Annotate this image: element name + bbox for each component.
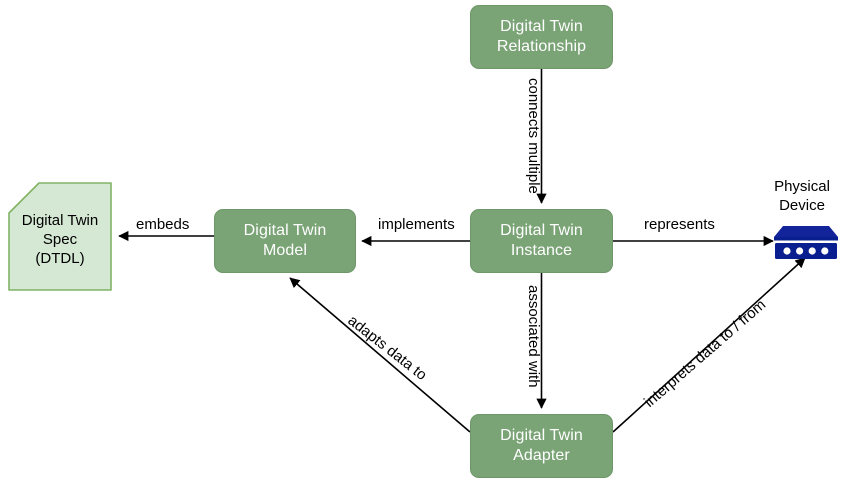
server-device-icon	[774, 226, 838, 259]
node-label-line1: Digital Twin	[243, 222, 327, 239]
device-caption: Physical Device	[758, 177, 846, 215]
edge-label-connects-multiple: connects multiple	[525, 78, 542, 194]
edge-label-associated-with: associated with	[525, 285, 542, 388]
edge-interprets-data	[612, 257, 806, 433]
node-digital-twin-spec[interactable]: Digital Twin Spec (DTDL)	[8, 182, 112, 291]
node-physical-device[interactable]: Physical Device	[764, 177, 846, 262]
node-label-line1: Physical	[774, 178, 830, 195]
node-label-line3: (DTDL)	[35, 250, 85, 267]
edge-label-implements: implements	[378, 216, 455, 233]
node-label-line1: Digital Twin	[500, 222, 583, 239]
node-digital-twin-relationship[interactable]: Digital Twin Relationship	[470, 5, 613, 69]
edge-label-embeds: embeds	[136, 216, 190, 233]
node-label-line1: Digital Twin	[21, 212, 99, 229]
node-label-line2: Device	[779, 197, 825, 214]
node-digital-twin-instance[interactable]: Digital Twin Instance	[470, 209, 613, 273]
node-label-line2: Instance	[510, 242, 573, 259]
node-spec-label: Digital Twin Spec (DTDL)	[8, 182, 112, 291]
edge-label-represents: represents	[644, 216, 715, 233]
document-shape-icon	[8, 182, 112, 291]
node-label-line2: Model	[262, 242, 308, 259]
node-label-line2: Relationship	[496, 38, 587, 55]
edge-adapts-data-to	[289, 277, 471, 433]
node-label-line1: Digital Twin	[500, 427, 583, 444]
node-digital-twin-model[interactable]: Digital Twin Model	[214, 209, 356, 273]
node-label-line2: Adapter	[513, 447, 570, 464]
node-digital-twin-adapter[interactable]: Digital Twin Adapter	[470, 414, 613, 478]
node-label-line2: Spec	[42, 231, 78, 248]
node-label-line1: Digital Twin	[500, 18, 583, 35]
